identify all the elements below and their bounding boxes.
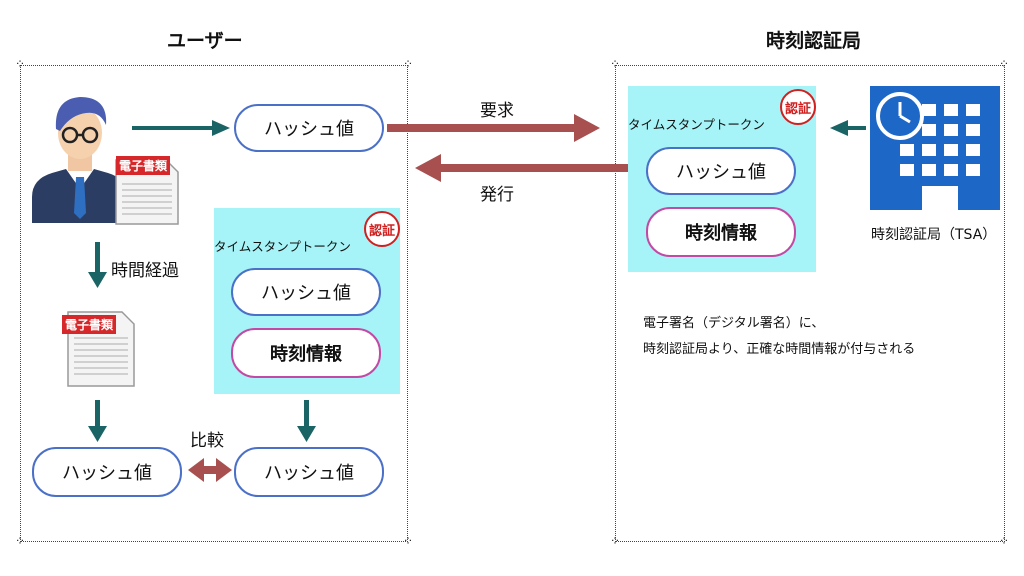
arrow-compare xyxy=(202,466,218,474)
arrow-request xyxy=(387,124,577,132)
token-hash-pill: ハッシュ値 xyxy=(231,268,381,316)
arrow-time-elapsed xyxy=(95,242,100,274)
businessman-icon xyxy=(32,97,128,223)
seal-stamp-icon: 認証 xyxy=(364,211,400,247)
note-line-1: 電子署名（デジタル署名）に、 xyxy=(643,316,825,331)
tsa-hash-pill: ハッシュ値 xyxy=(646,147,796,195)
corner-mark: ⁘ xyxy=(610,57,621,71)
tsa-heading: 時刻認証局 xyxy=(766,30,862,52)
building-clock-icon xyxy=(870,86,1000,210)
corner-mark: ⁘ xyxy=(610,534,621,548)
document-tag: 電子書類 xyxy=(116,156,171,175)
tsa-time-info-pill: 時刻情報 xyxy=(646,207,796,257)
arrow-compare-head-right xyxy=(216,458,232,482)
arrow-compare-head-left xyxy=(188,458,204,482)
time-elapsed-label: 時間経過 xyxy=(111,261,179,281)
arrow-user-to-hash-head xyxy=(212,120,230,136)
note-line-2: 時刻認証局より、正確な時間情報が付与される xyxy=(643,342,916,357)
seal-stamp-text: 認証 xyxy=(785,101,811,117)
corner-mark: ⁘ xyxy=(999,534,1010,548)
arrow-issue xyxy=(438,164,628,172)
arrow-token-to-hash-head xyxy=(297,426,316,442)
corner-mark: ⁘ xyxy=(403,57,414,71)
corner-mark: ⁘ xyxy=(999,57,1010,71)
token-label: タイムスタンプトークン xyxy=(214,239,351,254)
issue-label: 発行 xyxy=(480,185,514,205)
token-label: タイムスタンプトークン xyxy=(628,117,765,132)
user-panel xyxy=(20,65,408,542)
arrow-doc-to-hash xyxy=(95,400,100,428)
arrow-doc-to-hash-head xyxy=(88,426,107,442)
corner-mark: ⁘ xyxy=(403,534,414,548)
arrow-issue-head xyxy=(415,154,441,182)
arrow-token-to-hash xyxy=(304,400,309,428)
seal-stamp-text: 認証 xyxy=(369,223,395,239)
arrow-request-head xyxy=(574,114,600,142)
token-time-info-pill: 時刻情報 xyxy=(231,328,381,378)
doc-hash-pill: ハッシュ値 xyxy=(32,447,182,497)
tsa-panel xyxy=(615,65,1005,542)
arrow-building-to-token-head xyxy=(830,120,848,136)
corner-mark: ⁘ xyxy=(15,57,26,71)
arrow-time-elapsed-head xyxy=(88,272,107,288)
token-compare-hash-pill: ハッシュ値 xyxy=(234,447,384,497)
arrow-building-to-token xyxy=(846,126,866,130)
user-heading: ユーザー xyxy=(167,30,243,52)
corner-mark: ⁘ xyxy=(15,534,26,548)
compare-label: 比較 xyxy=(190,431,224,451)
document-tag: 電子書類 xyxy=(62,315,117,334)
hash-pill-request: ハッシュ値 xyxy=(234,104,384,152)
seal-stamp-icon: 認証 xyxy=(780,89,816,125)
request-label: 要求 xyxy=(480,101,514,121)
tsa-caption: 時刻認証局（TSA） xyxy=(871,227,997,243)
arrow-user-to-hash xyxy=(132,126,214,130)
